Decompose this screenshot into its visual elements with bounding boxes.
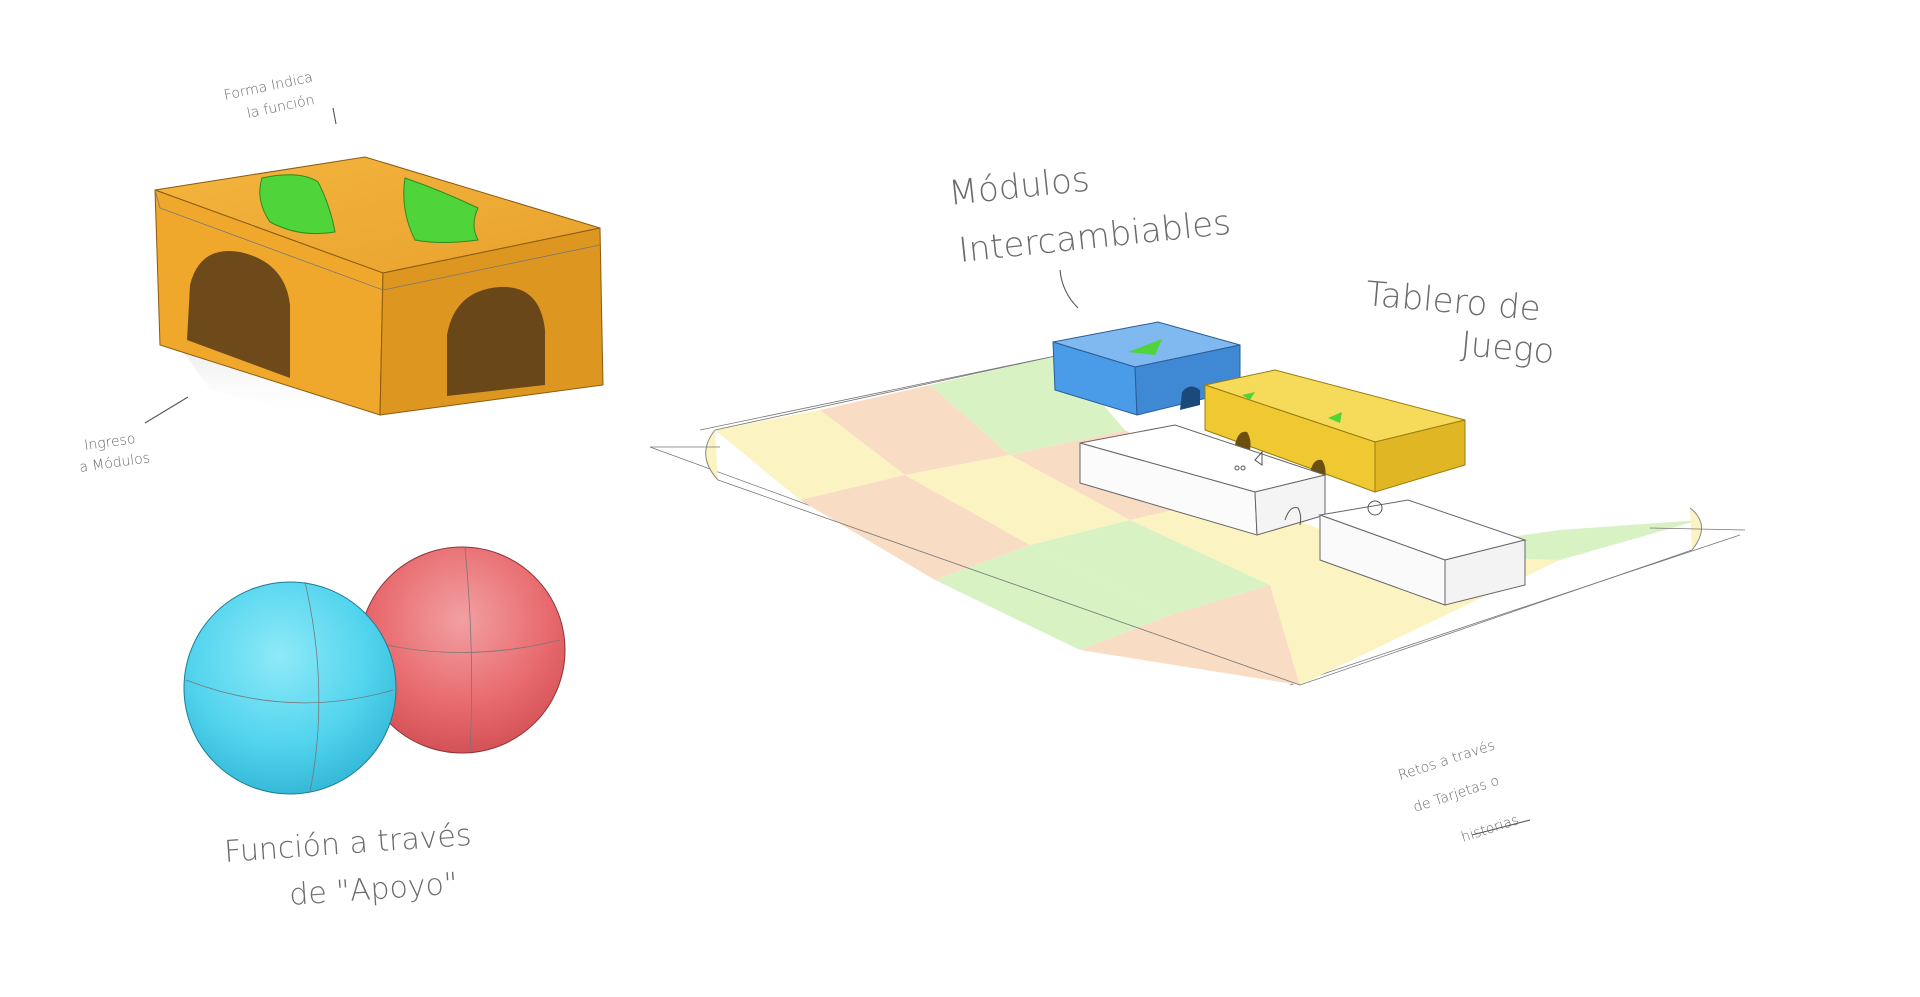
label-retos-tarjetas: Retos a través de Tarjetas o historias bbox=[1396, 738, 1521, 846]
game-board-icon bbox=[649, 321, 1746, 686]
label-modulos-intercambiables: Módulos Intercambiables bbox=[947, 159, 1233, 271]
label-forma-indica: Forma Indica la función bbox=[223, 69, 316, 121]
label-ingreso-modulos: Ingreso a Módulos bbox=[78, 431, 151, 476]
label-tablero-juego: Tablero de Juego bbox=[1364, 274, 1556, 372]
label-funcion-apoyo: Función a través de "Apoyo" bbox=[223, 818, 472, 913]
svg-text:Intercambiables: Intercambiables bbox=[957, 203, 1233, 271]
svg-text:Función a través: Función a través bbox=[223, 818, 472, 870]
svg-text:Módulos: Módulos bbox=[947, 159, 1092, 214]
svg-text:Juego: Juego bbox=[1459, 324, 1556, 372]
svg-text:a Módulos: a Módulos bbox=[78, 450, 151, 476]
svg-text:Ingreso: Ingreso bbox=[83, 431, 136, 454]
svg-text:Tablero de: Tablero de bbox=[1364, 274, 1542, 329]
support-spheres-icon bbox=[183, 546, 566, 795]
orange-module-icon bbox=[154, 156, 604, 420]
svg-text:historias: historias bbox=[1459, 812, 1521, 846]
svg-text:de Tarjetas o: de Tarjetas o bbox=[1411, 773, 1501, 816]
svg-text:de "Apoyo": de "Apoyo" bbox=[288, 866, 459, 913]
annotation-arrows bbox=[144, 107, 1531, 836]
